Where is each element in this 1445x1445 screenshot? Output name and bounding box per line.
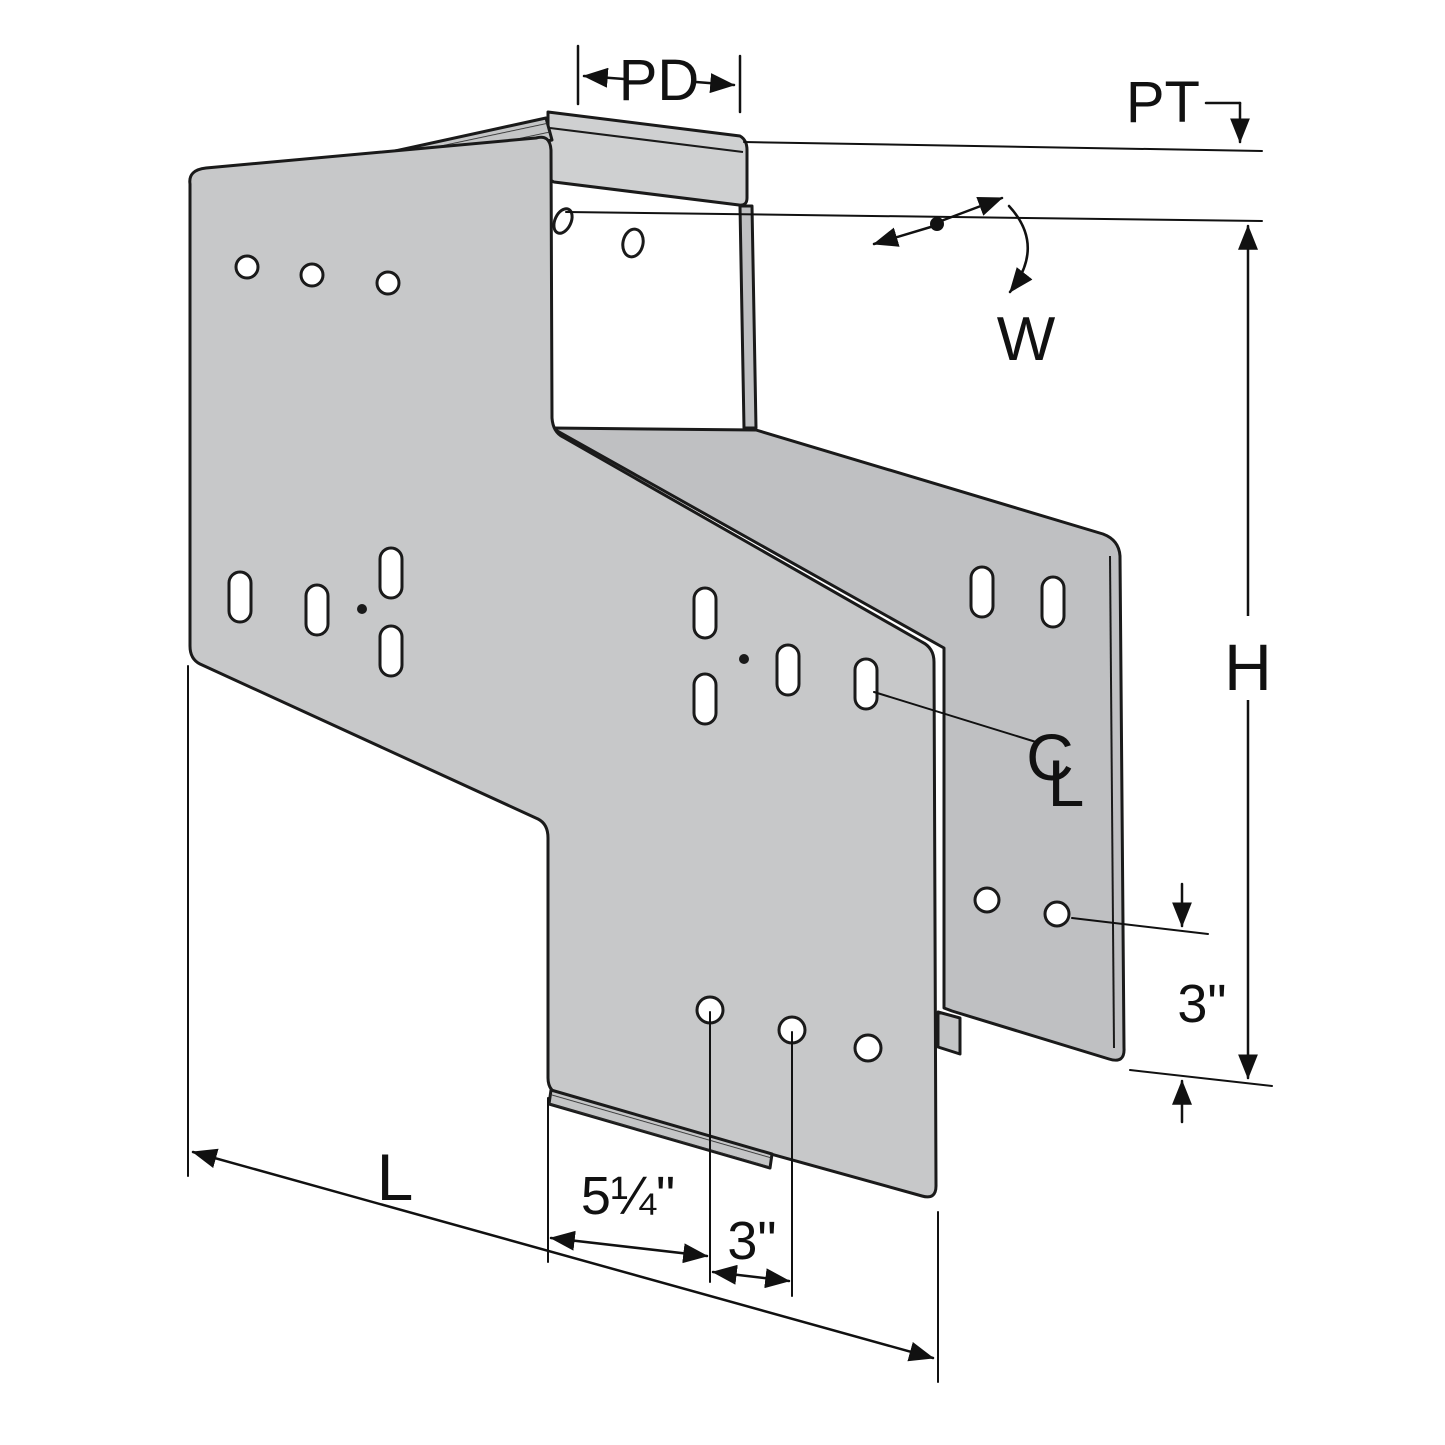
dimensions: PD PT W H C L [187, 44, 1278, 1383]
top-plate [546, 110, 749, 207]
round-hole [973, 886, 1001, 914]
round-hole [375, 270, 401, 296]
dim-arrow-line [582, 67, 626, 88]
dim-label-right-3in: 3" [1177, 974, 1226, 1034]
reference-line-top [743, 141, 1263, 152]
dim-label-h: H [1224, 630, 1272, 704]
dim-line [191, 1148, 935, 1362]
dim-arrow-line [694, 73, 736, 94]
bend-hole [552, 207, 574, 235]
dim-label-l: L [377, 1140, 414, 1214]
slot-hole [853, 657, 879, 711]
dim-arrow-line [872, 224, 936, 247]
slot-hole [304, 583, 330, 637]
dim-label-pd: PD [619, 48, 700, 113]
round-hole [299, 262, 325, 288]
dim-origin-dot [930, 217, 944, 231]
dim-extension-line [1129, 1069, 1273, 1087]
bottom-weld-hatch [549, 1090, 772, 1168]
dim-label-pt: PT [1126, 70, 1200, 135]
slot-hole [378, 624, 404, 678]
round-hole [234, 254, 260, 280]
rear-plate-edge [1109, 555, 1115, 1049]
dim-line [711, 1264, 791, 1289]
slot-hole [692, 672, 718, 726]
dim-arc-arrow [1007, 204, 1033, 294]
center-mark [357, 604, 367, 614]
dim-line [549, 1230, 709, 1264]
top-plate-thickness-line [549, 127, 744, 153]
dim-label-5-25in: 5¼" [581, 1166, 675, 1226]
slot-hole [775, 643, 801, 697]
center-mark [739, 654, 749, 664]
dim-label-mask [1218, 616, 1278, 700]
round-hole [1043, 900, 1071, 928]
dim-label-bottom-3in: 3" [727, 1211, 776, 1271]
dim-cl: C L [873, 691, 1085, 820]
slot-hole [969, 565, 995, 619]
dim-label-w: W [997, 305, 1056, 374]
slot-hole [1040, 575, 1066, 629]
dim-extension-line [1071, 917, 1209, 935]
dim-arrow-line [939, 196, 1004, 223]
dim-right-3in: 3" [1071, 882, 1273, 1124]
rear-plate-neck [738, 204, 758, 430]
slot-hole [378, 546, 404, 600]
bracket-body [188, 110, 1126, 1199]
slot-hole [227, 570, 253, 624]
centerline-symbol-c: C [1026, 720, 1074, 794]
dim-l: L [187, 665, 939, 1383]
slot-hole [692, 586, 718, 640]
weld-tab [936, 1010, 962, 1056]
bend-hole [621, 227, 645, 259]
centerline-symbol-l: L [1048, 746, 1085, 820]
reference-line-upper [565, 211, 1263, 222]
dim-pd: PD [576, 44, 742, 114]
dim-leader [873, 691, 1037, 743]
front-plate [188, 135, 938, 1199]
dim-pt: PT [565, 70, 1263, 222]
round-hole [853, 1033, 883, 1063]
dim-h: H [1218, 224, 1278, 1080]
dim-w: W [872, 196, 1056, 374]
